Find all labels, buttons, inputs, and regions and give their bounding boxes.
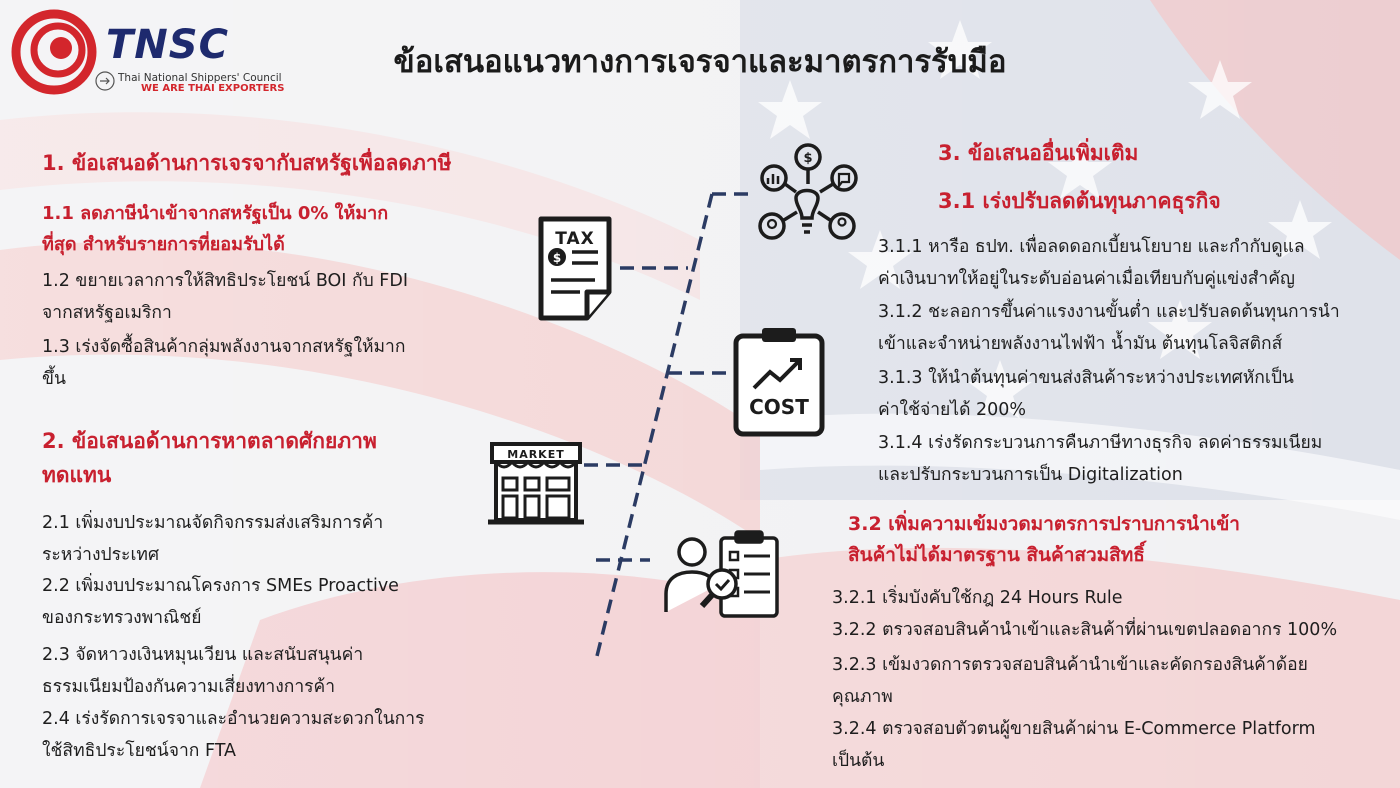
tnsc-logo-mark-icon [11, 9, 97, 95]
item-3-2-4-line2: เป็นต้น [832, 750, 885, 771]
tax-document-icon: $ [538, 216, 612, 321]
svg-text:$: $ [553, 251, 561, 265]
section2-item2-line1: 2.2 เพิ่มงบประมาณโครงการ SMEs Proactive [42, 576, 399, 596]
item-3-1-2-line1: 3.1.2 ชะลอการขึ้นค่าแรงงานขั้นต่ำ และปรั… [878, 302, 1340, 322]
connector-spine [594, 193, 714, 661]
section3-sub1-heading: 3.1 เร่งปรับลดต้นทุนภาคธุรกิจ [938, 189, 1221, 213]
item-3-1-1: 3.1.1 หารือ ธปท. เพื่อลดดอกเบี้ยนโยบาย แ… [878, 232, 1305, 295]
item-3-1-3: 3.1.3 ให้นำต้นทุนค่าขนส่งสินค้าระหว่างปร… [878, 363, 1294, 426]
item-3-2-1: 3.2.1 เริ่มบังคับใช้กฎ 24 Hours Rule [832, 588, 1123, 608]
inspector-checklist-icon [664, 530, 779, 618]
item-3-2-3-line2: คุณภาพ [832, 686, 893, 707]
section3-sub2-heading-line2: สินค้าไม่ได้มาตรฐาน สินค้าสวมสิทธิ์ [848, 544, 1145, 566]
section2-item4-line2: ใช้สิทธิประโยชน์จาก FTA [42, 740, 237, 761]
section2-heading-line1: 2. ข้อเสนอด้านการหาตลาดศักยภาพ [42, 429, 377, 453]
section1-item2-line2: จากสหรัฐอเมริกา [42, 302, 172, 323]
logo-tagline: WE ARE THAI EXPORTERS [141, 83, 285, 94]
section2-item4: 2.4 เร่งรัดการเจรจาและอำนวยความสะดวกในกา… [42, 704, 425, 767]
section3-heading: 3. ข้อเสนออื่นเพิ่มเติม [938, 141, 1139, 165]
section2-item2: 2.2 เพิ่มงบประมาณโครงการ SMEs Proactive … [42, 571, 399, 634]
logo-wordmark: TNSC [106, 22, 229, 68]
section1-item3-line1: 1.3 เร่งจัดซื้อสินค้ากลุ่มพลังงานจากสหรั… [42, 337, 406, 357]
section1-item1-line1: 1.1 ลดภาษีนำเข้าจากสหรัฐเป็น 0% ให้มาก [42, 203, 389, 224]
lightbulb-ideas-icon [758, 143, 858, 240]
section2-heading: 2. ข้อเสนอด้านการหาตลาดศักยภาพ ทดแทน [42, 424, 377, 492]
market-store-icon [488, 442, 584, 525]
market-label: MARKET [507, 448, 564, 461]
section1-item1: 1.1 ลดภาษีนำเข้าจากสหรัฐเป็น 0% ให้มาก ท… [42, 198, 388, 260]
item-3-2-3: 3.2.3 เข้มงวดการตรวจสอบสินค้านำเข้าและคั… [832, 650, 1308, 713]
logo-subtitle: Thai National Shippers' Council [118, 72, 282, 84]
section2-item2-line2: ของกระทรวงพาณิชย์ [42, 607, 202, 628]
item-3-1-4: 3.1.4 เร่งรัดกระบวนการคืนภาษีทางธุรกิจ ล… [878, 428, 1322, 491]
section1-item1-line2: ที่สุด สำหรับรายการที่ยอมรับได้ [42, 234, 285, 255]
section1-heading: 1. ข้อเสนอด้านการเจรจากับสหรัฐเพื่อลดภาษ… [42, 151, 452, 175]
section3-sub2-heading: 3.2 เพิ่มความเข้มงวดมาตรการปราบการนำเข้า… [848, 509, 1240, 571]
section2-item1: 2.1 เพิ่มงบประมาณจัดกิจกรรมส่งเสริมการค้… [42, 508, 383, 571]
section2-item3-line2: ธรรมเนียมป้องกันความเสี่ยงทางการค้า [42, 676, 336, 697]
section1-item3: 1.3 เร่งจัดซื้อสินค้ากลุ่มพลังงานจากสหรั… [42, 332, 405, 395]
item-3-1-4-line1: 3.1.4 เร่งรัดกระบวนการคืนภาษีทางธุรกิจ ล… [878, 433, 1323, 453]
item-3-2-4-line1: 3.2.4 ตรวจสอบตัวตนผู้ขายสินค้าผ่าน E-Com… [832, 719, 1316, 739]
tax-label: TAX [555, 229, 595, 249]
section2-item1-line2: ระหว่างประเทศ [42, 544, 160, 565]
section2-item3-line1: 2.3 จัดหาวงเงินหมุนเวียน และสนับสนุนค่า [42, 645, 364, 665]
arrow-circle-icon [95, 71, 115, 91]
item-3-1-3-line1: 3.1.3 ให้นำต้นทุนค่าขนส่งสินค้าระหว่างปร… [878, 368, 1294, 388]
logo: TNSC Thai National Shippers' Council WE … [0, 0, 284, 110]
page-title: ข้อเสนอแนวทางการเจรจาและมาตรการรับมือ [393, 44, 1007, 80]
item-3-1-1-line2: ค่าเงินบาทให้อยู่ในระดับอ่อนค่าเมื่อเทีย… [878, 268, 1295, 289]
section2-item3: 2.3 จัดหาวงเงินหมุนเวียน และสนับสนุนค่า … [42, 640, 363, 703]
cost-label: COST [749, 395, 809, 419]
section1-item2: 1.2 ขยายเวลาการให้สิทธิประโยชน์ BOI กับ … [42, 266, 408, 329]
section2-item4-line1: 2.4 เร่งรัดการเจรจาและอำนวยความสะดวกในกา… [42, 709, 425, 729]
cost-clipboard-icon [733, 328, 825, 437]
section1-item2-line1: 1.2 ขยายเวลาการให้สิทธิประโยชน์ BOI กับ … [42, 271, 408, 291]
item-3-1-3-line2: ค่าใช้จ่ายได้ 200% [878, 399, 1027, 420]
section2-heading-line2: ทดแทน [42, 463, 112, 487]
item-3-2-4: 3.2.4 ตรวจสอบตัวตนผู้ขายสินค้าผ่าน E-Com… [832, 714, 1316, 777]
ideas-dollar-glyph: $ [803, 151, 812, 166]
item-3-1-1-line1: 3.1.1 หารือ ธปท. เพื่อลดดอกเบี้ยนโยบาย แ… [878, 237, 1305, 257]
item-3-2-2: 3.2.2 ตรวจสอบสินค้านำเข้าและสินค้าที่ผ่า… [832, 620, 1338, 640]
section2-item1-line1: 2.1 เพิ่มงบประมาณจัดกิจกรรมส่งเสริมการค้… [42, 513, 384, 533]
item-3-1-4-line2: และปรับกระบวนการเป็น Digitalization [878, 464, 1183, 485]
section3-sub2-heading-line1: 3.2 เพิ่มความเข้มงวดมาตรการปราบการนำเข้า [848, 513, 1240, 535]
item-3-2-3-line1: 3.2.3 เข้มงวดการตรวจสอบสินค้านำเข้าและคั… [832, 655, 1308, 675]
item-3-1-2: 3.1.2 ชะลอการขึ้นค่าแรงงานขั้นต่ำ และปรั… [878, 297, 1340, 360]
item-3-1-2-line2: เข้าและจำหน่ายพลังงานไฟฟ้า น้ำมัน ต้นทุน… [878, 333, 1283, 354]
section1-item3-line2: ขึ้น [42, 368, 66, 389]
